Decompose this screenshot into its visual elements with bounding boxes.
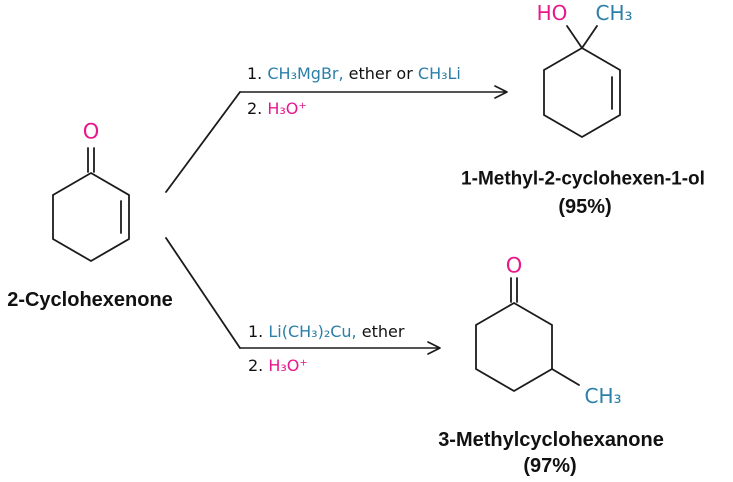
step-number: 2. bbox=[247, 99, 268, 118]
lower-branch-line bbox=[165, 237, 241, 349]
bottom-conditions-step1: 1. Li(CH₃)₂Cu, ether bbox=[248, 324, 404, 340]
product-bottom-yield: (97%) bbox=[523, 455, 577, 477]
cyclohexenol-ring bbox=[543, 46, 621, 139]
methylcyclohexanone-carbonyl-double-bond bbox=[510, 277, 518, 303]
cyclohexenol-oh-bond bbox=[566, 25, 583, 49]
step-number: 1. bbox=[247, 64, 268, 83]
step-number: 2. bbox=[248, 356, 269, 375]
solvent-text: ether or bbox=[343, 64, 418, 83]
solvent-text: ether bbox=[356, 322, 405, 341]
product-top-yield: (95%) bbox=[558, 196, 612, 218]
methylcyclohexanone-ring bbox=[475, 301, 553, 393]
reagent-hydronium: H₃O⁺ bbox=[267, 99, 307, 118]
hydroxyl-label: HO bbox=[536, 1, 568, 25]
top-reaction-arrow bbox=[239, 85, 508, 99]
cyclohexenone-ring bbox=[52, 171, 130, 263]
product-top-name: 1-Methyl-2-cyclohexen-1-ol bbox=[461, 168, 705, 190]
cyclohexenol-ch3-bond bbox=[581, 25, 598, 49]
methyl-label-bottom: CH₃ bbox=[584, 384, 622, 408]
step-number: 1. bbox=[248, 322, 269, 341]
reagent-grignard: CH₃MgBr, bbox=[267, 64, 344, 83]
top-conditions-step1: 1. CH₃MgBr, ether or CH₃Li bbox=[247, 66, 461, 82]
reagent-gilman: Li(CH₃)₂Cu, bbox=[268, 322, 357, 341]
methylcyclohexanone-ch3-bond bbox=[551, 368, 580, 386]
methyl-label-top: CH₃ bbox=[595, 1, 633, 25]
start-material-name: 2-Cyclohexenone bbox=[7, 289, 173, 311]
ketone-oxygen-label: O bbox=[505, 253, 523, 278]
bottom-conditions-step2: 2. H₃O⁺ bbox=[248, 358, 308, 374]
reagent-methyllithium: CH₃Li bbox=[417, 64, 461, 83]
carbonyl-oxygen-label: O bbox=[82, 119, 100, 144]
product-bottom-name: 3-Methylcyclohexanone bbox=[438, 429, 664, 451]
reagent-hydronium: H₃O⁺ bbox=[268, 356, 308, 375]
top-conditions-step2: 2. H₃O⁺ bbox=[247, 101, 307, 117]
cyclohexenone-carbonyl-double-bond bbox=[87, 147, 95, 173]
upper-branch-line bbox=[165, 91, 241, 193]
bottom-reaction-arrow bbox=[239, 341, 441, 355]
